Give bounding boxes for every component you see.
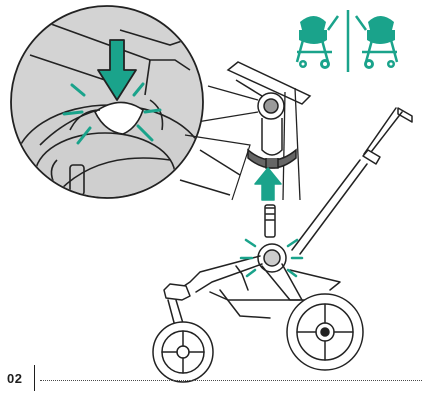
stroller-seat-facing-right-icon: [356, 16, 397, 69]
orientation-icons: [297, 10, 397, 72]
arrow-up-icon: [255, 168, 281, 200]
stroller-seat-facing-left-icon: [297, 16, 338, 69]
step-number: 02: [7, 371, 22, 386]
step-divider: [34, 365, 35, 391]
dotted-rule: [40, 380, 422, 381]
